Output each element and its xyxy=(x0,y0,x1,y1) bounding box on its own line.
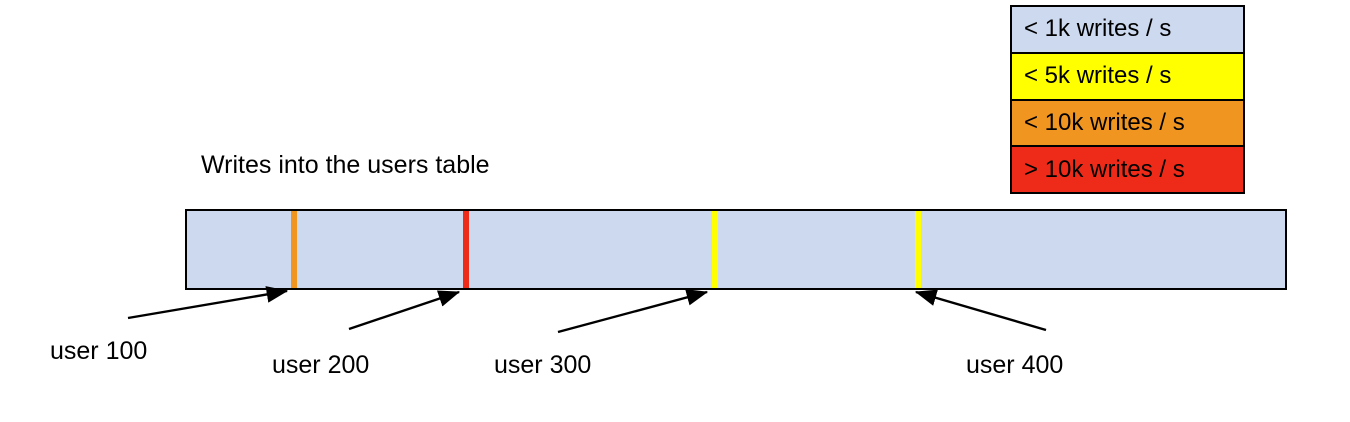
callout-label-user-300: user 300 xyxy=(494,351,592,379)
arrow-user-300 xyxy=(557,289,709,334)
legend-label-lt-5k: < 5k writes / s xyxy=(1024,62,1172,90)
arrow-user-200 xyxy=(348,290,461,331)
stripe-user-100 xyxy=(291,211,297,288)
arrow-user-100 xyxy=(127,286,289,320)
callout-label-user-200: user 200 xyxy=(272,351,370,379)
legend-row-lt-10k: < 10k writes / s xyxy=(1012,100,1243,148)
callout-label-user-400: user 400 xyxy=(966,351,1064,379)
stripe-user-300 xyxy=(712,211,718,288)
legend-row-lt-5k: < 5k writes / s xyxy=(1012,53,1243,101)
write-rate-legend: < 1k writes / s < 5k writes / s < 10k wr… xyxy=(1010,5,1245,194)
stripe-user-400 xyxy=(915,211,921,288)
legend-row-gt-10k: > 10k writes / s xyxy=(1012,147,1243,192)
legend-label-gt-10k: > 10k writes / s xyxy=(1024,155,1185,183)
arrow-user-400 xyxy=(914,289,1047,332)
stripe-user-200 xyxy=(463,211,469,288)
callout-label-user-100: user 100 xyxy=(50,337,148,365)
legend-row-lt-1k: < 1k writes / s xyxy=(1012,7,1243,54)
users-table-bar xyxy=(185,209,1287,290)
legend-label-lt-1k: < 1k writes / s xyxy=(1024,15,1172,43)
legend-label-lt-10k: < 10k writes / s xyxy=(1024,108,1185,136)
bar-title: Writes into the users table xyxy=(201,151,490,179)
